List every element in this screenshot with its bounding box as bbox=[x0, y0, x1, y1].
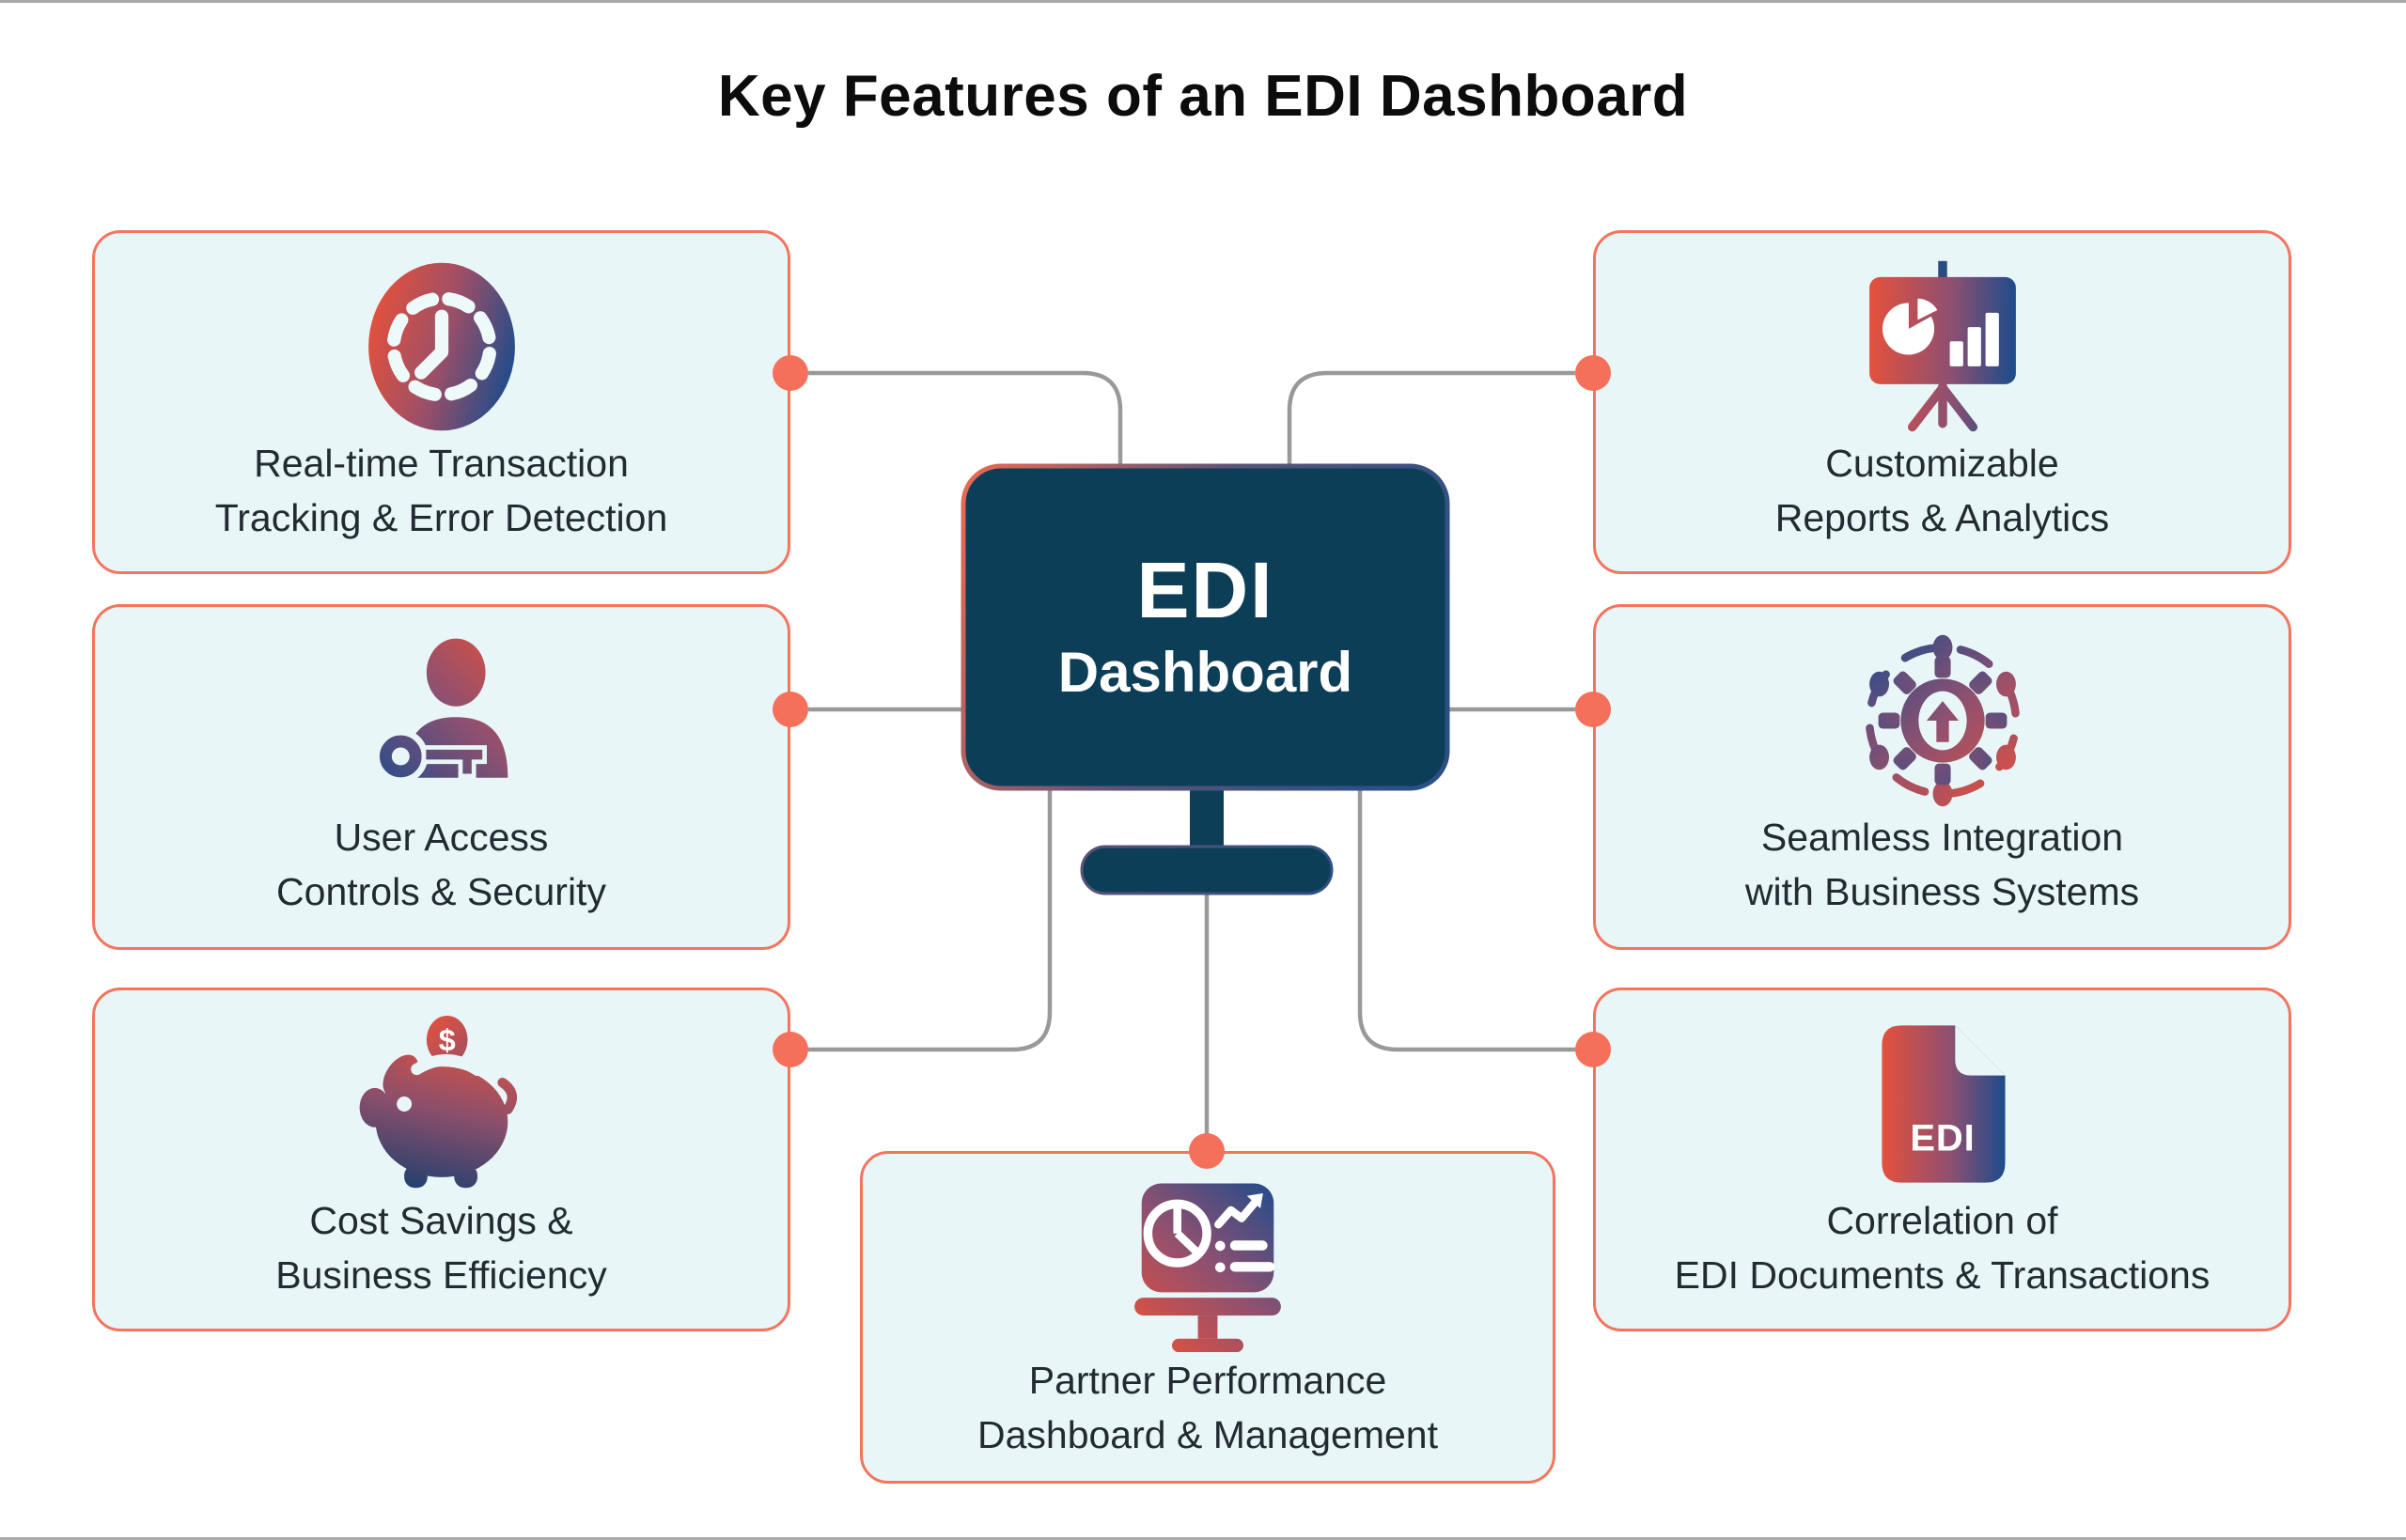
feature-card-label: Partner Performance Dashboard & Manageme… bbox=[977, 1353, 1438, 1462]
feature-card-label: Cost Savings & Business Efficiency bbox=[275, 1193, 606, 1302]
connector-dot bbox=[773, 692, 808, 727]
edi-document-icon: EDI bbox=[1881, 1025, 2005, 1183]
feature-card-customizable-reports: Customizable Reports & Analytics bbox=[1593, 230, 2291, 574]
connector-line bbox=[1357, 764, 1575, 1052]
feature-card-label: User Access Controls & Security bbox=[276, 810, 606, 919]
feature-card-partner-performance: Partner Performance Dashboard & Manageme… bbox=[860, 1151, 1555, 1484]
feature-card-seamless-integration: Seamless Integration with Business Syste… bbox=[1593, 604, 2291, 950]
feature-line-1: User Access bbox=[334, 816, 549, 859]
connector-lines bbox=[808, 370, 1575, 1140]
connector-dot bbox=[1189, 1133, 1225, 1169]
feature-line-1: Cost Savings & bbox=[309, 1199, 573, 1242]
dollar-sign-glyph: $ bbox=[438, 1023, 455, 1057]
presentation-chart-icon bbox=[1868, 260, 2016, 432]
feature-line-2: with Business Systems bbox=[1744, 870, 2140, 914]
monitor-title-line-1: EDI bbox=[1136, 546, 1274, 634]
feature-line-2: Controls & Security bbox=[276, 870, 606, 914]
feature-card-label: Customizable Reports & Analytics bbox=[1775, 436, 2110, 545]
connector-line bbox=[808, 370, 1123, 482]
feature-line-1: Seamless Integration bbox=[1760, 816, 2124, 859]
connector-dot bbox=[1575, 355, 1611, 391]
page-title: Key Features of an EDI Dashboard bbox=[717, 64, 1689, 129]
feature-line-2: Business Efficiency bbox=[275, 1253, 607, 1298]
integration-gear-icon bbox=[1865, 634, 2020, 807]
feature-card-edi-correlation: EDI Correlation of EDI Documents & Trans… bbox=[1593, 988, 2291, 1331]
feature-card-label: Real-time Transaction Tracking & Error D… bbox=[215, 436, 668, 545]
feature-line-1: Partner Performance bbox=[1028, 1359, 1387, 1402]
feature-card-label: Correlation of EDI Documents & Transacti… bbox=[1675, 1193, 2211, 1302]
monitor-stand-base bbox=[1080, 845, 1334, 895]
monitor-title-line-2: Dashboard bbox=[1057, 641, 1353, 704]
connector-dot bbox=[1575, 692, 1611, 727]
connector-dot bbox=[1575, 1032, 1611, 1067]
monitor-title: EDI Dashboard bbox=[963, 551, 1447, 701]
monitor-stand-stem bbox=[1190, 781, 1224, 848]
feature-line-1: Customizable bbox=[1825, 442, 2059, 485]
piggy-bank-icon: $ bbox=[359, 1015, 517, 1189]
feature-line-2: EDI Documents & Transactions bbox=[1674, 1253, 2211, 1298]
dashed-clock-icon bbox=[367, 262, 515, 431]
feature-line-2: Dashboard & Management bbox=[976, 1413, 1439, 1457]
analytics-monitor-icon bbox=[1134, 1183, 1281, 1353]
connector-line bbox=[1287, 370, 1575, 482]
connector-line bbox=[808, 764, 1053, 1052]
feature-line-1: Correlation of bbox=[1826, 1199, 2058, 1242]
edi-dashboard-monitor bbox=[961, 463, 1450, 895]
connector-dot bbox=[773, 355, 808, 391]
edi-file-label: EDI bbox=[1910, 1117, 1975, 1159]
feature-card-user-access: User Access Controls & Security bbox=[92, 604, 790, 950]
feature-line-2: Tracking & Error Detection bbox=[214, 496, 668, 540]
feature-card-realtime-tracking: Real-time Transaction Tracking & Error D… bbox=[92, 230, 790, 574]
monitor-screen bbox=[961, 463, 1450, 791]
user-key-icon bbox=[372, 638, 508, 784]
feature-line-1: Real-time Transaction bbox=[254, 442, 629, 485]
feature-card-cost-savings: $ Cost Savings & Business Efficiency bbox=[92, 988, 790, 1331]
feature-card-label: Seamless Integration with Business Syste… bbox=[1745, 810, 2139, 919]
connector-dot bbox=[773, 1032, 808, 1067]
feature-line-2: Reports & Analytics bbox=[1774, 496, 2110, 540]
